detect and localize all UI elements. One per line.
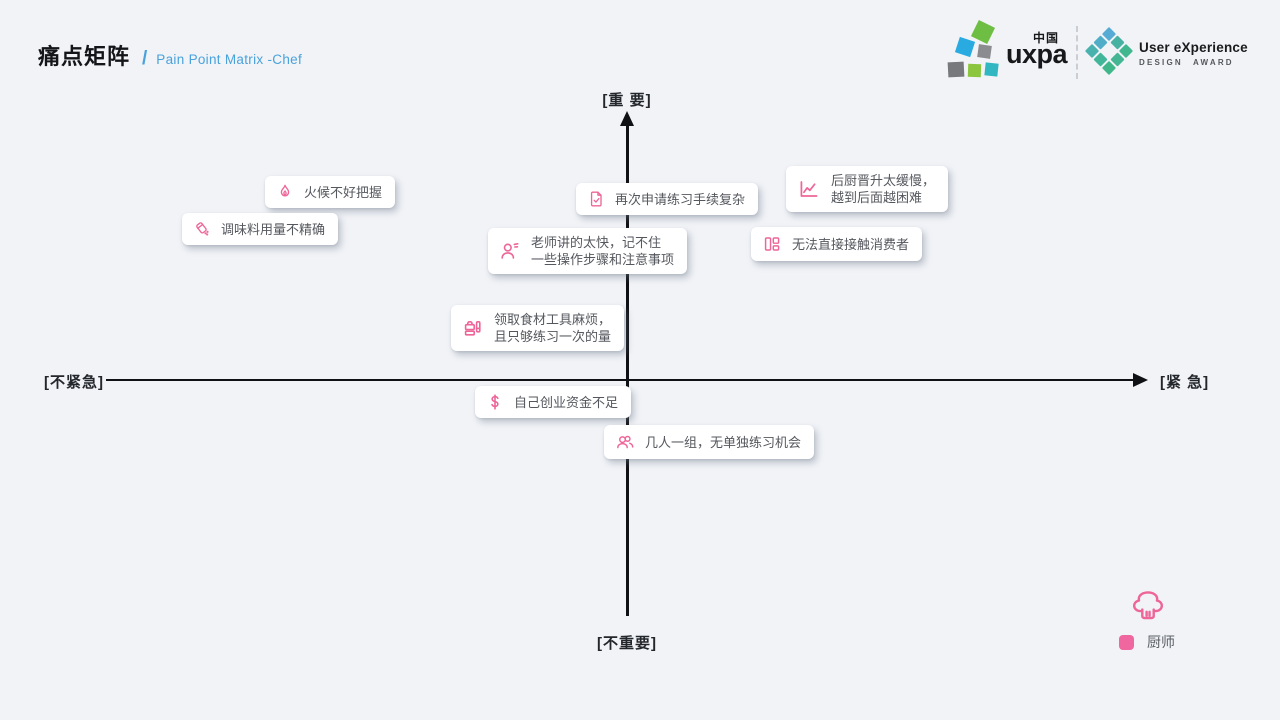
flame-icon [275,182,295,202]
pain-card-text-line1: 领取食材工具麻烦， [494,312,612,327]
pain-card-text: 自己创业资金不足 [514,394,619,410]
chef-hat-icon [1127,585,1169,628]
horizontal-axis-line [106,378,1134,381]
pain-card-teacher-fast: 老师讲的太快，记不住 一些操作步骤和注意事项 [488,228,688,274]
pain-card-reapply: 再次申请练习手续复杂 [576,183,759,215]
pain-card-group-practice: 几人一组，无单独练习机会 [604,425,815,459]
pain-card-text-line1: 老师讲的太快，记不住 [531,235,662,250]
title-english: Pain Point Matrix -Chef [156,52,303,67]
logo-divider [1076,26,1078,79]
pain-card-promotion-slow: 后厨晋升太缓慢， 越到后面越困难 [786,166,949,212]
pain-card-text: 几人一组，无单独练习机会 [645,434,802,450]
pain-card-text: 火候不好把握 [304,184,383,200]
uxd-award-diamond-icon [1084,26,1134,76]
pain-card-text-line1: 后厨晋升太缓慢， [831,173,936,188]
pain-card-fire-control: 火候不好把握 [265,176,396,208]
horizontal-axis-arrow-icon [1133,373,1148,387]
axis-label-not-urgent: [不紧急] [44,374,104,391]
pain-card-text-line2: 且只够练习一次的量 [494,329,612,344]
axis-label-important: [重 要] [602,92,652,109]
pain-card-ingredients-hassle: 领取食材工具麻烦， 且只够练习一次的量 [451,305,625,351]
pain-card-text-line2: 越到后面越困难 [831,190,923,205]
pain-card-text: 调味料用量不精确 [221,221,326,237]
legend-swatch [1119,634,1134,650]
pain-card-seasoning: 调味料用量不精确 [182,213,339,245]
pain-card-no-consumer-contact: 无法直接接触消费者 [751,227,923,261]
title-chinese: 痛点矩阵 [38,44,131,69]
layout-grid-icon [761,233,783,255]
pain-card-funding: 自己创业资金不足 [475,386,632,418]
vertical-axis-line [626,125,629,616]
pain-card-text: 无法直接接触消费者 [792,236,910,252]
seasoning-shaker-icon [192,219,212,239]
pain-card-text: 再次申请练习手续复杂 [615,191,746,207]
group-people-icon [614,431,636,453]
teacher-speaking-icon [498,239,522,263]
line-chart-icon [796,176,822,202]
vertical-axis-arrow-icon [620,111,634,126]
title-slash: / [142,48,148,69]
uxd-award-text: User eXperience DESIGN AWARD [1139,40,1248,67]
legend: 厨师 [1119,632,1175,652]
legend-label: 厨师 [1147,634,1175,650]
axis-label-not-important: [不重要] [597,635,657,652]
pain-card-text-line2: 一些操作步骤和注意事项 [531,252,675,267]
axis-label-urgent: [紧 急] [1160,374,1210,391]
document-check-icon [586,189,606,209]
dollar-icon [485,392,505,412]
award-title: User eXperience [1139,40,1248,55]
award-subtitle: DESIGN AWARD [1139,58,1234,67]
uxpa-wordmark: uxpa [1006,39,1068,69]
ingredients-tools-icon [461,316,485,340]
page-title: 痛点矩阵 / Pain Point Matrix -Chef [38,39,302,71]
uxpa-country-label: 中国 [1033,31,1060,45]
uxpa-logo-icon [947,19,1008,81]
